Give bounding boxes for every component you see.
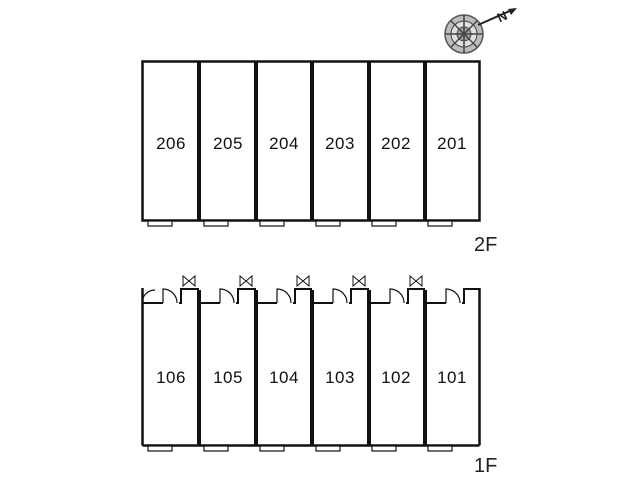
unit-105-label: 105	[213, 368, 243, 387]
unit-204-label: 204	[269, 134, 299, 153]
compass-label: N	[495, 8, 510, 26]
unit-106-label: 106	[156, 368, 186, 387]
unit-206-label: 206	[156, 134, 186, 153]
unit-103-label: 103	[325, 368, 355, 387]
unit-201-label: 201	[437, 134, 467, 153]
floor-2-plan: 206 205 204 203 202 201	[141, 60, 481, 227]
floor-1-walls	[141, 274, 481, 452]
unit-104-label: 104	[269, 368, 299, 387]
unit-101-label: 101	[437, 368, 467, 387]
floor-2-walls	[141, 60, 481, 227]
unit-202-label: 202	[381, 134, 411, 153]
unit-203-label: 203	[325, 134, 355, 153]
unit-205-label: 205	[213, 134, 243, 153]
floor-1-plan: 106 105 104 103 102 101	[141, 274, 481, 452]
floor-1-label: 1F	[474, 455, 498, 477]
floor-2-label: 2F	[474, 234, 498, 256]
compass-north-icon: N	[444, 8, 517, 54]
unit-102-label: 102	[381, 368, 411, 387]
